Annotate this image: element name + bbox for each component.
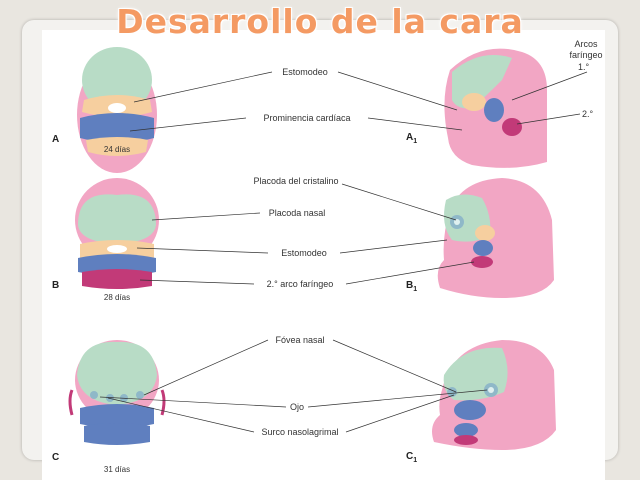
- stage-b1-letter: B1: [406, 280, 417, 293]
- label-estomodeo-a: Estomodeo: [282, 67, 328, 77]
- stage-b-days: 28 días: [104, 293, 130, 302]
- stage-a-days: 24 días: [104, 145, 130, 154]
- stage-c-lateral: [432, 340, 556, 450]
- label-placoda-nasal: Placoda nasal: [269, 208, 326, 218]
- stage-a1-letter: A1: [406, 132, 417, 145]
- label-arco-primero: 1.°: [578, 62, 590, 72]
- stage-c-letter: C: [52, 452, 59, 463]
- face-development-diagram: Estomodeo Prominencia cardíaca Arcos far…: [52, 39, 603, 474]
- stage-b-lateral: [437, 178, 554, 298]
- label-surco-nasolagrimal: Surco nasolagrimal: [261, 427, 338, 437]
- stage-a-lateral: [444, 48, 547, 168]
- stage-c1-letter: C1: [406, 451, 417, 464]
- stage-b-frontal: [75, 178, 159, 289]
- stage-c-days: 31 días: [104, 465, 130, 474]
- label-ojo: Ojo: [290, 402, 304, 412]
- label-faringeo: faríngeo: [569, 50, 602, 60]
- label-prominencia-cardiaca: Prominencia cardíaca: [263, 113, 350, 123]
- label-estomodeo-b: Estomodeo: [281, 248, 327, 258]
- leader-lines: [99, 71, 588, 433]
- label-placoda-cristalino: Placoda del cristalino: [253, 176, 338, 186]
- label-arcos: Arcos: [574, 39, 598, 49]
- embryo-figure: Estomodeo Prominencia cardíaca Arcos far…: [42, 30, 605, 480]
- label-arco-segundo: 2.°: [582, 109, 594, 119]
- stage-b-letter: B: [52, 280, 59, 291]
- label-segundo-arco-faringeo: 2.° arco faríngeo: [267, 279, 334, 289]
- slide-title: Desarrollo de la cara: [116, 2, 524, 41]
- stage-a-frontal: [77, 47, 157, 173]
- stage-c-frontal: [68, 340, 166, 445]
- label-fovea-nasal: Fóvea nasal: [275, 335, 324, 345]
- stage-a-letter: A: [52, 134, 59, 145]
